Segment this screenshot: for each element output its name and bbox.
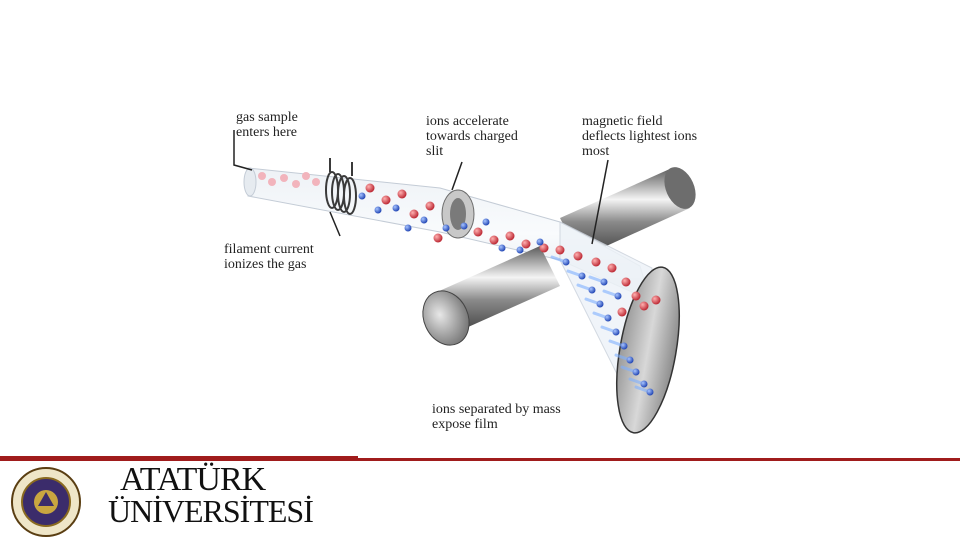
gas-molecule bbox=[268, 178, 276, 186]
label-gas-sample: gas sample enters here bbox=[236, 110, 298, 140]
ion-light bbox=[374, 206, 382, 214]
gas-molecule bbox=[292, 180, 300, 188]
ion-heavy bbox=[621, 277, 631, 287]
ion-heavy bbox=[365, 183, 375, 193]
label-ions-accelerate: ions accelerate towards charged slit bbox=[426, 114, 518, 159]
ion-heavy bbox=[651, 295, 661, 305]
filament-coil bbox=[325, 158, 357, 215]
magnet-upper bbox=[560, 167, 696, 258]
university-wordmark-line1: ATATÜRK bbox=[120, 461, 266, 498]
ion-light bbox=[620, 342, 628, 350]
ion-light bbox=[596, 300, 604, 308]
gas-molecule bbox=[302, 172, 310, 180]
label-magnetic-field: magnetic field deflects lightest ions mo… bbox=[582, 114, 698, 159]
ion-light bbox=[460, 222, 468, 230]
ion-light bbox=[588, 286, 596, 294]
ion-heavy bbox=[433, 233, 443, 243]
ion-light bbox=[482, 218, 490, 226]
university-wordmark-line2: ÜNİVERSİTESİ bbox=[108, 493, 314, 529]
ion-heavy bbox=[555, 245, 565, 255]
ion-light bbox=[626, 356, 634, 364]
ion-heavy bbox=[539, 243, 549, 253]
ions-red bbox=[258, 172, 661, 317]
ion-light bbox=[536, 238, 544, 246]
ion-heavy bbox=[631, 291, 641, 301]
ion-light bbox=[442, 224, 450, 232]
footer-divider bbox=[0, 458, 960, 461]
ions-blue bbox=[358, 192, 654, 396]
ion-light bbox=[578, 272, 586, 280]
university-seal bbox=[11, 467, 81, 537]
magnet-lower bbox=[422, 246, 560, 346]
ion-heavy bbox=[573, 251, 583, 261]
ion-heavy bbox=[425, 201, 435, 211]
ion-heavy bbox=[639, 301, 649, 311]
ion-light bbox=[640, 380, 648, 388]
gas-molecule bbox=[280, 174, 288, 182]
ion-light bbox=[600, 278, 608, 286]
ion-light bbox=[404, 224, 412, 232]
ion-heavy bbox=[617, 307, 627, 317]
ion-light bbox=[420, 216, 428, 224]
ion-heavy bbox=[505, 231, 515, 241]
gas-molecule bbox=[312, 178, 320, 186]
ion-light bbox=[358, 192, 366, 200]
gas-molecule bbox=[258, 172, 266, 180]
ion-light bbox=[612, 328, 620, 336]
ion-light bbox=[604, 314, 612, 322]
ion-heavy bbox=[397, 189, 407, 199]
ion-light bbox=[632, 368, 640, 376]
ion-heavy bbox=[409, 209, 419, 219]
ion-light bbox=[498, 244, 506, 252]
ion-heavy bbox=[473, 227, 483, 237]
ion-heavy bbox=[489, 235, 499, 245]
ion-light bbox=[562, 258, 570, 266]
ion-heavy bbox=[521, 239, 531, 249]
leader-lines bbox=[233, 130, 609, 245]
label-ions-separated: ions separated by mass expose film bbox=[432, 402, 561, 432]
ion-light bbox=[516, 246, 524, 254]
footer-divider-short bbox=[0, 456, 358, 458]
ion-light bbox=[392, 204, 400, 212]
ion-light bbox=[646, 388, 654, 396]
label-filament: filament current ionizes the gas bbox=[224, 242, 314, 272]
ion-heavy bbox=[381, 195, 391, 205]
ion-light bbox=[614, 292, 622, 300]
ion-heavy bbox=[591, 257, 601, 267]
ion-heavy bbox=[607, 263, 617, 273]
